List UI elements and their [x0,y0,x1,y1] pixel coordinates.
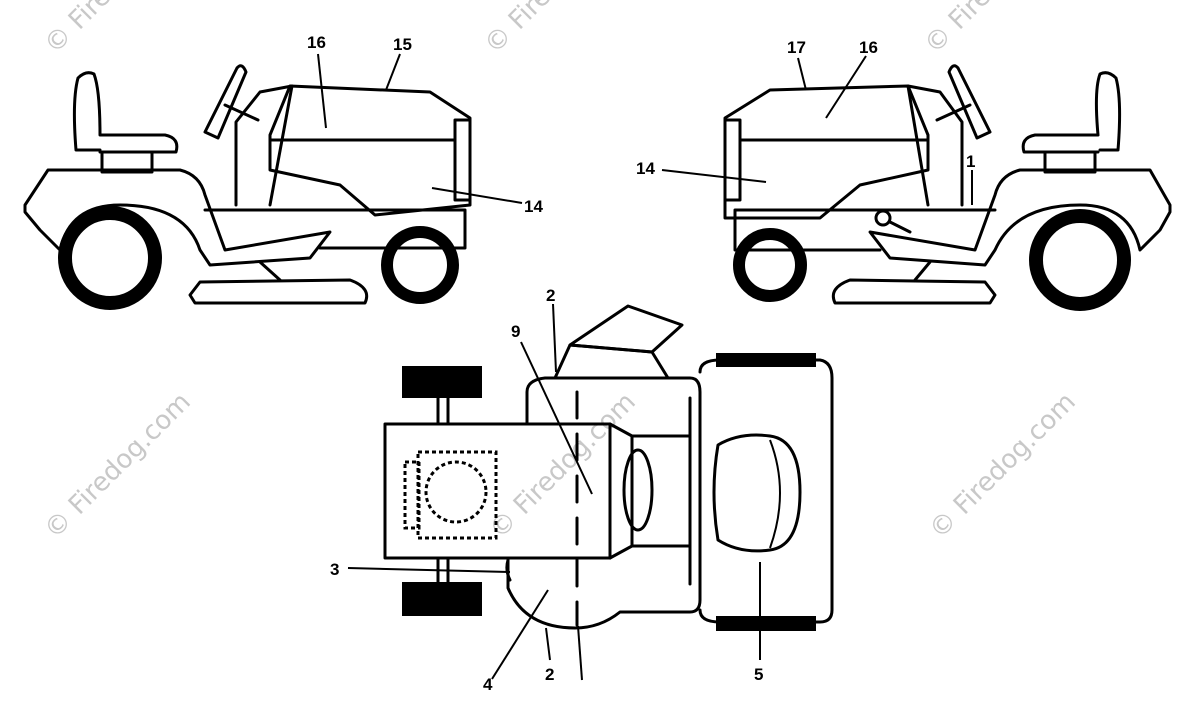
right-seat-back [1021,71,1122,154]
top-seat-front-curve [608,422,634,560]
top-fuel-cap-outline [403,460,421,530]
watermark-3: © Firedog.com [919,0,1077,60]
left-rear-wheel-tire [58,206,162,310]
right-steering-wheel [947,64,992,140]
callout-14-right: 14 [636,159,655,178]
right-tractor-side-view [723,64,1172,311]
callout-15: 15 [393,35,412,54]
callout-4: 4 [483,675,493,694]
right-deck-lift [913,260,932,282]
callout-line-16-left [317,53,327,129]
right-seat-base [1043,150,1097,174]
top-grille-inner [769,439,781,549]
top-hood [698,358,834,624]
callout-line-2-top [552,303,557,373]
left-grille [453,118,472,202]
right-chassis [733,208,997,252]
callout-14-left: 14 [524,197,543,216]
right-key-stem [888,220,912,234]
watermark-4: © Firedog.com [39,387,197,545]
callout-16-right: 16 [859,38,878,57]
top-seat-support [553,343,670,380]
callout-line-dash-end [577,625,583,681]
top-front-tire-upper [716,353,816,367]
left-tractor-side-view [23,64,472,310]
top-callouts: 2 9 3 4 2 5 [330,286,763,694]
callout-2-top: 2 [546,286,555,305]
right-grille [723,118,742,202]
top-seat-plate [416,450,498,540]
top-front-tire-lower [716,616,816,631]
callout-1: 1 [966,152,975,171]
top-grille-outer [712,433,802,553]
right-mower-deck [831,278,997,305]
callout-line-3 [347,567,511,573]
callout-line-17 [797,57,807,91]
top-deck-edge [505,558,512,582]
callout-line-9 [520,341,593,495]
top-seat-bolt-circle [424,460,488,524]
watermark-group: © Firedog.com © Firedog.com © Firedog.co… [39,0,1082,545]
right-rear-fender [868,168,1172,267]
right-front-wheel-tire [733,228,807,302]
left-steering-column [223,103,260,122]
left-callouts: 16 15 14 [307,33,543,216]
top-seat-pan [383,422,612,560]
left-deck-lift [258,260,282,282]
left-seat-back [72,71,179,154]
top-steering-hub [622,448,654,532]
top-rear-tire-lower [402,582,482,616]
callout-line-14-right [661,169,767,183]
watermark-2: © Firedog.com [479,0,637,60]
callout-line-14-left [431,187,523,204]
left-front-wheel-tire [381,226,459,304]
left-steering-wheel [203,64,248,140]
callout-9: 9 [511,322,520,341]
right-callouts: 17 16 14 1 [636,38,975,205]
callout-17: 17 [787,38,806,57]
watermark-1: © Firedog.com [39,0,197,60]
left-dash [234,84,294,207]
top-view [383,304,834,631]
right-rear-wheel-tire [1029,209,1131,311]
callout-line-16-right [825,55,867,119]
left-seat-base [100,150,154,174]
callout-2-bottom: 2 [545,665,554,684]
left-hood [268,84,472,217]
right-key-knob [874,209,892,227]
left-mower-deck [188,278,369,305]
callout-5: 5 [754,665,763,684]
callout-3: 3 [330,560,339,579]
right-hood [723,84,930,220]
callout-line-2-bottom [545,627,551,661]
callout-line-15 [385,53,401,91]
watermark-6: © Firedog.com [924,387,1082,545]
right-dash [906,84,964,207]
callout-line-4 [491,589,549,680]
watermark-5: © Firedog.com [484,387,642,545]
top-rear-tire-upper [402,366,482,398]
callout-16-left: 16 [307,33,326,52]
top-rear-body [506,376,702,630]
